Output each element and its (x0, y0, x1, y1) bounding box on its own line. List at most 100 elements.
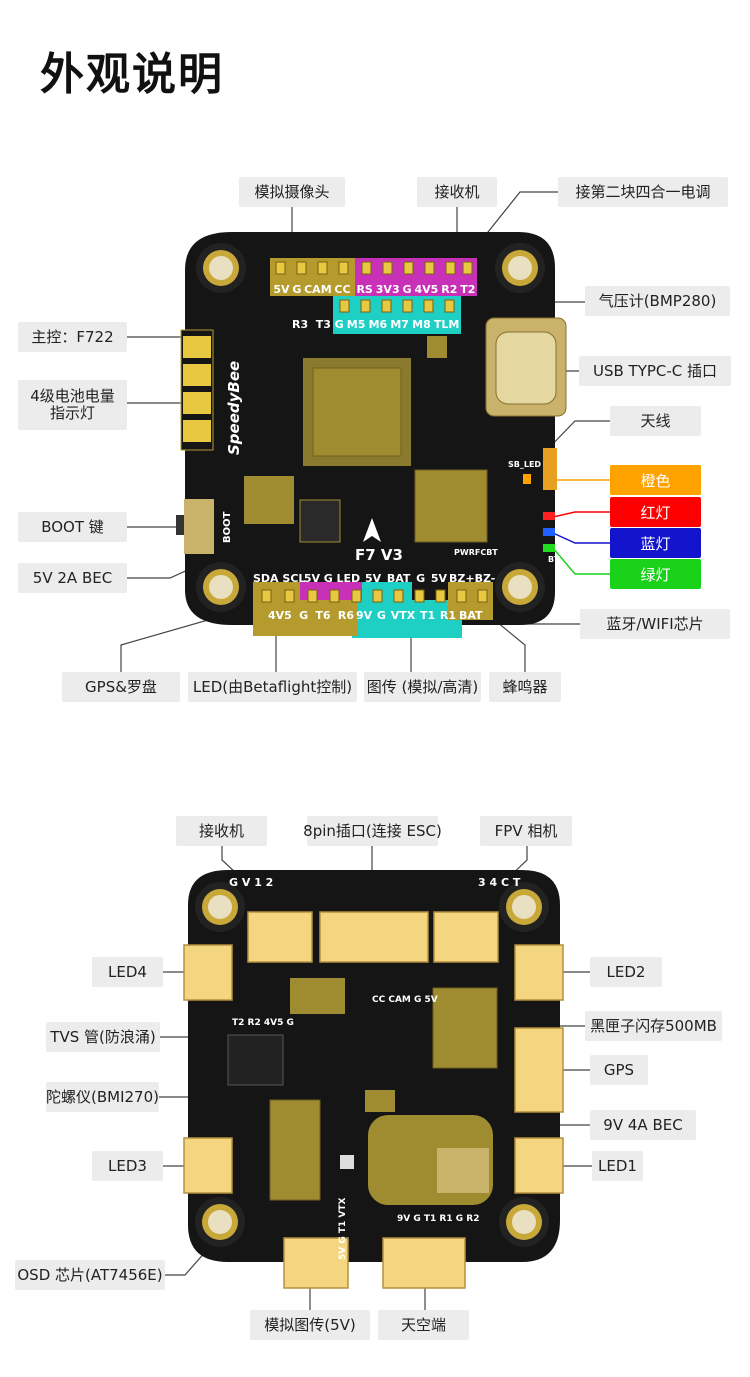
silk-pad-label: M8 (412, 318, 431, 331)
callout-osd: OSD 芯片(AT7456E) (15, 1260, 165, 1290)
silk-pad-label: SDA (253, 572, 279, 585)
silk-boot: BOOT (222, 511, 233, 543)
silk-pad-label: TLM (433, 318, 460, 331)
silk-pad-label: LED (336, 572, 361, 585)
callout-antenna: 天线 (610, 406, 701, 436)
callout-led1: LED1 (592, 1151, 643, 1181)
silk-cam-row: 5V G CAM CC (272, 283, 352, 296)
silk-pad-label: M5 (346, 318, 366, 331)
page-title: 外观说明 (40, 49, 224, 100)
callout-b-receiver: 接收机 (176, 816, 267, 846)
callout-battery-led-line1: 4级电池电量 (30, 387, 115, 405)
silk-bz: BZ+BZ- (449, 572, 495, 585)
callout-battery-led-line2: 指示灯 (49, 404, 95, 422)
callout-led2: LED2 (590, 957, 662, 987)
silk-led-row: 5V G LED (302, 572, 362, 585)
callout-led3: LED3 (92, 1151, 163, 1181)
silk-pad-label: 4V5 (414, 283, 439, 296)
silk-pad-label: BZ- (474, 572, 496, 585)
callout-esc-plug: 8pin插口(连接 ESC) (303, 816, 442, 846)
silk-pad-label: SCL (282, 572, 306, 585)
callout-boot-key: BOOT 键 (18, 512, 127, 542)
silk-pad-label: G (334, 318, 344, 331)
silk-pad-label: T3 (315, 318, 331, 331)
silk-pad-label: G (323, 572, 333, 585)
callout-usb: USB TYPC-C 插口 (579, 356, 731, 386)
silk-pad-label: R1 (439, 609, 456, 622)
callout-analog-vtx: 模拟图传(5V) (250, 1310, 370, 1340)
silk-pad-label: G (416, 572, 426, 585)
silk-rx-row: RS 3V3 G 4V5 R2 T2 (355, 283, 477, 296)
silk-pad-label: RS (356, 283, 373, 296)
callout-blue: 蓝灯 (610, 528, 701, 558)
silk-ccline: CC CAM G 5V (372, 995, 438, 1005)
silk-vtx-top: 5V BAT G 5V (365, 572, 447, 585)
callout-second-esc: 接第二块四合一电调 (558, 177, 728, 207)
silk-gv12: G V 1 2 (229, 876, 274, 889)
silk-pad-label: BAT (386, 572, 411, 585)
callout-led-ctrl: LED(由Betaflight控制) (188, 672, 357, 702)
silk-pad-label: PWR (454, 548, 475, 557)
callout-bt-wifi: 蓝牙/WIFI芯片 (580, 609, 730, 639)
callout-orange: 橙色 (610, 465, 701, 495)
callout-receiver: 接收机 (417, 177, 497, 207)
silk-pad-label: G (376, 609, 386, 622)
silk-pad-label: 5V (273, 283, 290, 296)
silk-vtx-bot: 9V G VTX T1 R1 (356, 609, 456, 622)
callout-gps: GPS&罗盘 (62, 672, 180, 702)
silk-pad-label: VTX (390, 609, 416, 622)
silk-pad-label: 9V (356, 609, 373, 622)
silk-sb-led: SB_LED (508, 460, 542, 469)
silk-pad-label: T1 (419, 609, 436, 622)
callout-bec9v: 9V 4A BEC (590, 1110, 696, 1140)
silk-model: F7 V3 (355, 546, 403, 564)
callout-led4: LED4 (92, 957, 163, 987)
silk-pad-label: 4V5 (268, 609, 292, 622)
silk-pad-label: M6 (368, 318, 388, 331)
silk-rxline: 9V G T1 R1 G R2 (397, 1214, 480, 1224)
callout-tvs: TVS 管(防浪涌) (46, 1022, 160, 1052)
silk-pad-label: T6 (315, 609, 331, 622)
silk-pad-label: G (299, 609, 309, 622)
silk-r3t3: R3 T3 (292, 318, 331, 331)
callout-vtx: 图传 (模拟/高清) (364, 672, 481, 702)
silk-pad-label: G (402, 283, 412, 296)
silk-34ct: 3 4 C T (478, 876, 521, 889)
silk-vtxline: 5V G T1 VTX (338, 1197, 348, 1260)
callout-rx-end: 天空端 (378, 1310, 469, 1340)
silk-sda-scl: SDA SCL (253, 572, 305, 585)
silk-pad-label: 5V (430, 572, 447, 585)
silk-t2line: T2 R2 4V5 G (232, 1018, 294, 1028)
brand-logo: SpeedyBee (225, 360, 243, 455)
callout-bec: 5V 2A BEC (18, 563, 127, 593)
silk-pad-label: R2 (441, 283, 458, 296)
callout-camera: 模拟摄像头 (239, 177, 345, 207)
callout-fpv-cam: FPV 相机 (480, 816, 572, 846)
silk-pad-label: R3 (292, 318, 309, 331)
silk-pad-label: FC (474, 548, 487, 557)
silk-motor-row: G M5 M6 M7 M8 TLM (333, 318, 461, 331)
silk-bat: BAT (459, 609, 483, 622)
callout-red: 红灯 (610, 497, 701, 527)
callout-green: 绿灯 (610, 559, 701, 589)
silk-pad-label: 5V (303, 572, 321, 585)
silk-pad-label: CC (334, 283, 351, 296)
silk-status: PWR FC BT (454, 548, 498, 557)
callout-buzzer: 蜂鸣器 (489, 672, 561, 702)
callout-blackbox: 黑匣子闪存500MB (585, 1011, 722, 1041)
silk-bottom-left: 4V5 G T6 R6 (268, 609, 354, 622)
silk-pad-label: M7 (390, 318, 409, 331)
callout-b-gps: GPS (590, 1055, 648, 1085)
silk-pad-label: R6 (337, 609, 354, 622)
silk-pad-label: 3V3 (375, 283, 400, 296)
callout-mcu: 主控：F722 (18, 322, 127, 352)
callout-battery-led: 4级电池电量 指示灯 (18, 380, 127, 430)
silk-pad-label: 5V (365, 572, 382, 585)
callout-barometer: 气压计(BMP280) (585, 286, 730, 316)
silk-pad-label: BT (486, 548, 498, 557)
silk-pad-label: T2 (460, 283, 476, 296)
silk-pad-label: BZ+ (449, 572, 475, 585)
silk-bt: BT (548, 555, 560, 564)
silk-pad-label: CAM (304, 283, 332, 296)
